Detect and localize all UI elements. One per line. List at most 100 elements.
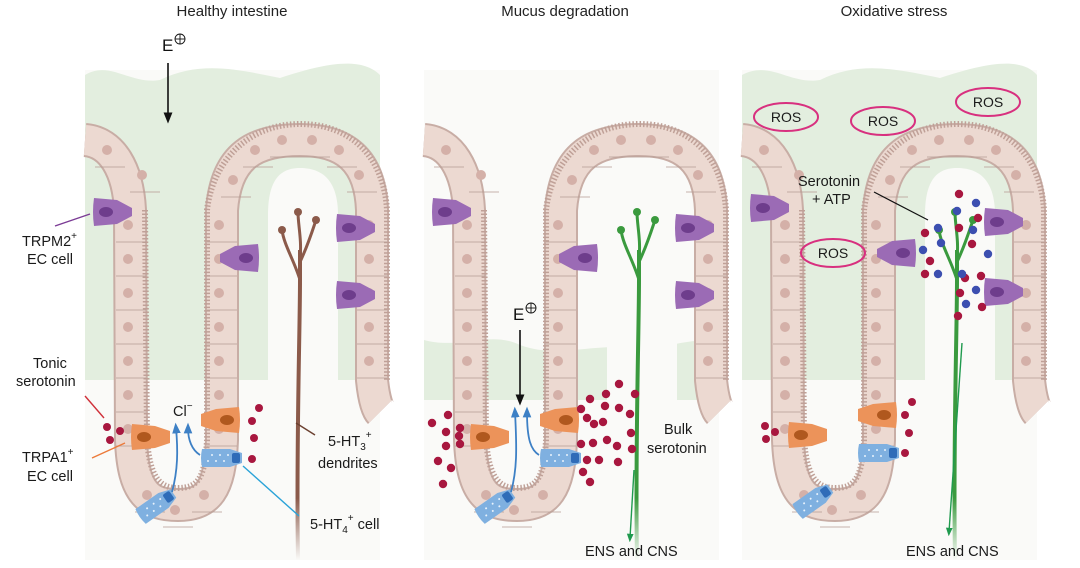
epithelium [82,120,395,528]
serotonin-dot [920,228,930,238]
atp-dot [933,269,943,279]
cell-nucleus [220,415,234,425]
cell-nucleus [342,223,356,233]
nucleus [673,145,683,155]
ros-ring-icon [753,102,819,132]
lamina-propria [268,168,338,470]
nucleus [123,356,133,366]
serotonin-dot [582,455,592,465]
cell-nucleus [877,410,891,420]
nucleus [509,505,519,515]
label-text: Cl [173,404,187,420]
chloride-arrow-icon [171,422,181,493]
cell-nucleus [476,432,490,442]
label-sub: 3 [360,442,366,453]
label-text: 5-HT [310,517,342,533]
serotonin-dot [443,410,453,420]
serotonin-dot [446,463,456,473]
trpm2-ec-cell [675,281,714,309]
ros-ring-icon [955,87,1021,117]
serotonin-dot [441,441,451,451]
nucleus [250,145,260,155]
nucleus [142,490,152,500]
leader-line [54,213,91,227]
granule [868,449,870,451]
trpa1-ec-cell [858,402,897,428]
label-sup: + [71,231,77,242]
trpm2-ec-cell [984,208,1023,236]
nucleus [214,356,224,366]
nucleus [827,505,837,515]
ros-marker: ROS [753,102,819,132]
label-text: TRPA1 [22,450,68,466]
cell-body [201,449,242,467]
ros-label: ROS [973,94,1003,110]
granule [809,504,812,507]
granule [884,449,886,451]
dendrite-tip [278,226,286,234]
serotonin-dot [454,431,464,441]
serotonin-dot [954,189,964,199]
serotonin-dot [954,223,964,233]
nucleus [170,505,180,515]
granule [159,505,162,508]
trpm2-ec-cell [559,244,598,272]
nucleus [102,145,112,155]
panel-title-mucus: Mucus degradation [501,3,629,20]
granule [211,454,213,456]
dendrite-tip [294,208,302,216]
nucleus [703,322,713,332]
serotonin-dot [106,436,114,444]
serotonin-dot [614,379,624,389]
nucleus [123,220,133,230]
nucleus [123,322,133,332]
ht4-cell [540,449,581,467]
nucleus [1021,254,1031,264]
serotonin-dot [600,401,610,411]
serotonin-dot [976,271,986,281]
serotonin-dot [602,435,612,445]
cell-nucleus [232,453,240,463]
serotonin-dot [977,302,987,312]
granule [566,454,568,456]
nucleus [214,390,224,400]
cell-nucleus [990,287,1004,297]
nucleus [462,220,472,230]
granule [803,502,806,505]
label-text: dendrites [318,456,378,472]
serotonin-dot [250,434,258,442]
nucleus [538,490,548,500]
label-tonic-serotonin: Tonic serotonin [16,356,105,419]
nucleus [228,175,238,185]
nucleus [123,390,133,400]
nerve-trunk [634,250,641,561]
svg-text:5-HT4+ cell: 5-HT4+ cell [310,513,379,536]
atp-dot [961,299,971,309]
svg-text:Cl−: Cl− [173,401,193,420]
leader-line [84,395,105,419]
trpm2-ec-cell [220,244,259,272]
nucleus [964,135,974,145]
nucleus [137,170,147,180]
nucleus [871,424,881,434]
atp-dot [968,225,978,235]
ht4-cell [135,489,177,524]
panel-oxidative [739,63,1052,560]
serotonin-dot [585,394,595,404]
agent-label: E [162,36,173,55]
label-5ht4-cell: 5-HT4+ cell [242,465,379,536]
chloride-arrow-icon [183,422,201,456]
nucleus [441,145,451,155]
label-text: Serotonin [798,174,860,190]
granule [816,500,819,503]
nucleus [553,390,563,400]
nucleus [589,145,599,155]
nucleus [1021,322,1031,332]
label-ens-cns: ENS and CNS [585,544,678,560]
cell-nucleus [137,432,151,442]
granule [803,509,806,512]
panel-title-oxidative: Oxidative stress [841,3,948,20]
trpm2-ec-cell [675,214,714,242]
nucleus [553,220,563,230]
serotonin-dot [116,427,124,435]
